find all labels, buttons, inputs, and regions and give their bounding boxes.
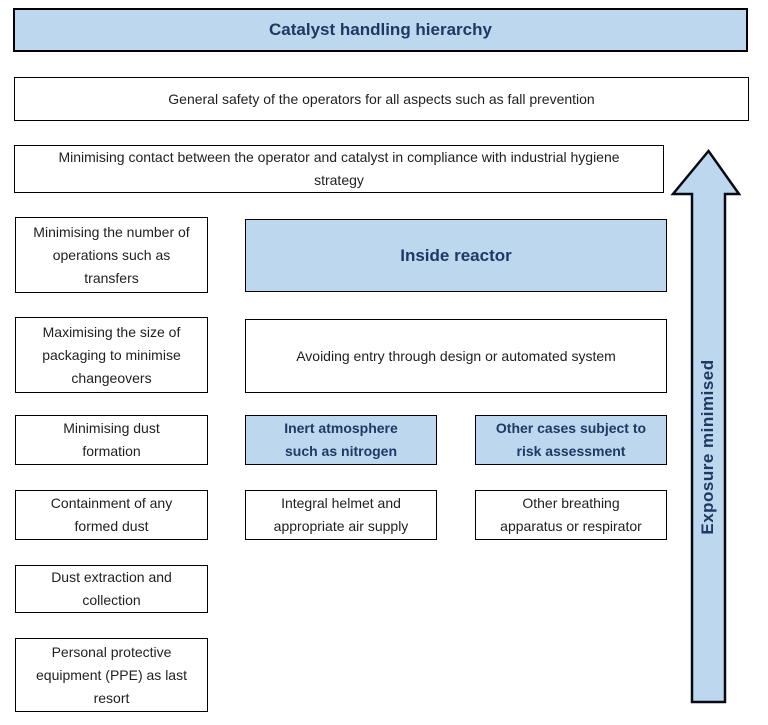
minimising-contact-box: Minimising contact between the operator … (14, 145, 664, 193)
exposure-arrow (670, 148, 743, 706)
containment-dust-box: Containment of any formed dust (15, 490, 208, 540)
exposure-arrow-label: Exposure minimised (698, 359, 717, 535)
avoiding-entry-box: Avoiding entry through design or automat… (245, 319, 667, 393)
integral-helmet-box: Integral helmet and appropriate air supp… (245, 490, 437, 540)
diagram-title: Catalyst handling hierarchy (13, 8, 748, 52)
general-safety-box: General safety of the operators for all … (14, 77, 749, 121)
up-arrow-icon (670, 148, 742, 704)
inside-reactor-header: Inside reactor (245, 219, 667, 292)
other-cases-box: Other cases subject to risk assessment (475, 415, 667, 465)
inert-atmosphere-box: Inert atmosphere such as nitrogen (245, 415, 437, 465)
minimising-operations-box: Minimising the number of operations such… (15, 217, 208, 293)
other-breathing-box: Other breathing apparatus or respirator (475, 490, 667, 540)
ppe-last-resort-box: Personal protective equipment (PPE) as l… (15, 638, 208, 712)
minimising-dust-box: Minimising dust formation (15, 415, 208, 465)
dust-extraction-box: Dust extraction and collection (15, 565, 208, 613)
maximising-packaging-box: Maximising the size of packaging to mini… (15, 317, 208, 393)
